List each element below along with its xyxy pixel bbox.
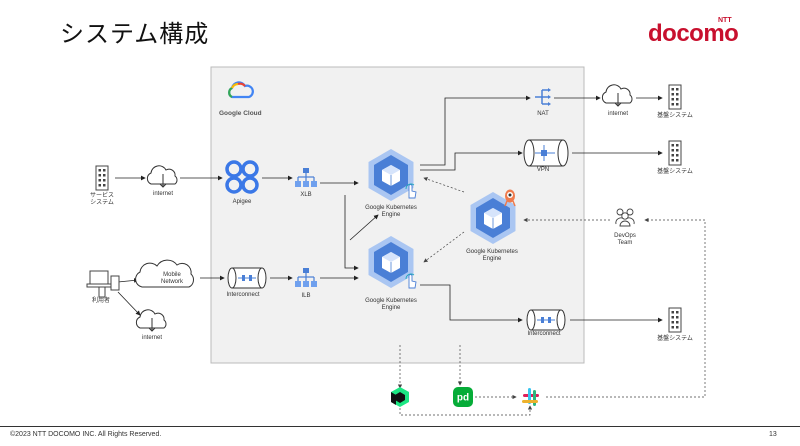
edge-gke3-gke2 xyxy=(423,231,465,263)
interconnect-label: Interconnect xyxy=(527,331,561,337)
base-system-label: 基盤システム xyxy=(657,336,693,342)
internet-cloud-icon xyxy=(146,165,178,188)
mobile-network-cloud-icon xyxy=(135,259,194,288)
edge-newrelic-slack xyxy=(399,405,533,416)
internet-cloud-icon xyxy=(135,309,167,332)
edge-gke1-nat xyxy=(420,95,531,166)
interconnect-label: Interconnect xyxy=(226,292,260,298)
gcp-boundary xyxy=(210,66,585,364)
base-system-building-icon xyxy=(668,84,682,110)
nat-icon xyxy=(535,88,551,106)
apigee-label: Apigee xyxy=(232,199,252,205)
argo-icon xyxy=(504,189,516,207)
mobile-network-label: Mobile Network xyxy=(160,272,183,286)
slack-icon xyxy=(522,388,539,406)
google-cloud-icon xyxy=(228,81,254,99)
apigee-icon xyxy=(225,160,259,194)
vpn-icon xyxy=(523,139,569,167)
devops-team-label: DevOps Team xyxy=(614,233,636,247)
edge-gke2-interconnect xyxy=(420,284,523,323)
gke-2-label: Google Kubernetes Engine xyxy=(365,298,417,312)
edge-gke1-vpn xyxy=(420,150,523,171)
pagerduty-icon: pd xyxy=(453,387,473,407)
google-cloud-label: Google Cloud xyxy=(219,110,262,117)
internet-label: internet xyxy=(152,191,173,197)
slide-title: システム構成 xyxy=(60,20,210,48)
user-label: 利用者 xyxy=(91,298,110,304)
devops-team-icon xyxy=(615,208,635,227)
pointer-hand-icon xyxy=(405,183,417,199)
base-system-label: 基盤システム xyxy=(657,113,693,119)
user-devices-icon xyxy=(86,270,120,298)
edge-gke2-gke1 xyxy=(349,214,379,241)
footer-divider xyxy=(0,426,800,427)
edge-user-mobile xyxy=(117,278,139,283)
nat-label: NAT xyxy=(537,111,549,117)
service-system-label: サービス システム xyxy=(89,193,114,207)
xlb-label: XLB xyxy=(300,192,312,198)
docomo-logo: docomo xyxy=(648,20,739,47)
internet-cloud-icon xyxy=(601,84,633,107)
svg-text:pd: pd xyxy=(457,393,469,404)
internet-label: internet xyxy=(141,335,162,341)
base-system-building-icon xyxy=(668,140,682,166)
gke-3-label: Google Kubernetes Engine xyxy=(466,249,518,263)
ntt-logo-text: NTT xyxy=(718,17,732,24)
pointer-hand-icon xyxy=(405,273,417,289)
vpn-label: VPN xyxy=(536,167,550,173)
service-system-building-icon xyxy=(95,165,109,191)
edge-gke3-gke1 xyxy=(423,177,465,193)
ilb-label: ILB xyxy=(301,293,311,299)
gke-1-label: Google Kubernetes Engine xyxy=(365,205,417,219)
interconnect-icon xyxy=(227,267,267,289)
copyright-text: ©2023 NTT DOCOMO INC. All Rights Reserve… xyxy=(10,431,162,438)
new-relic-icon xyxy=(391,387,409,407)
edge-slack-devops xyxy=(546,217,706,398)
internet-label: internet xyxy=(607,111,628,117)
base-system-building-icon xyxy=(668,307,682,333)
base-system-label: 基盤システム xyxy=(657,169,693,175)
edge-to-gke2 xyxy=(344,195,359,271)
page-number: 13 xyxy=(769,431,777,438)
interconnect-icon xyxy=(526,309,566,331)
edge-user-internet xyxy=(117,291,141,316)
